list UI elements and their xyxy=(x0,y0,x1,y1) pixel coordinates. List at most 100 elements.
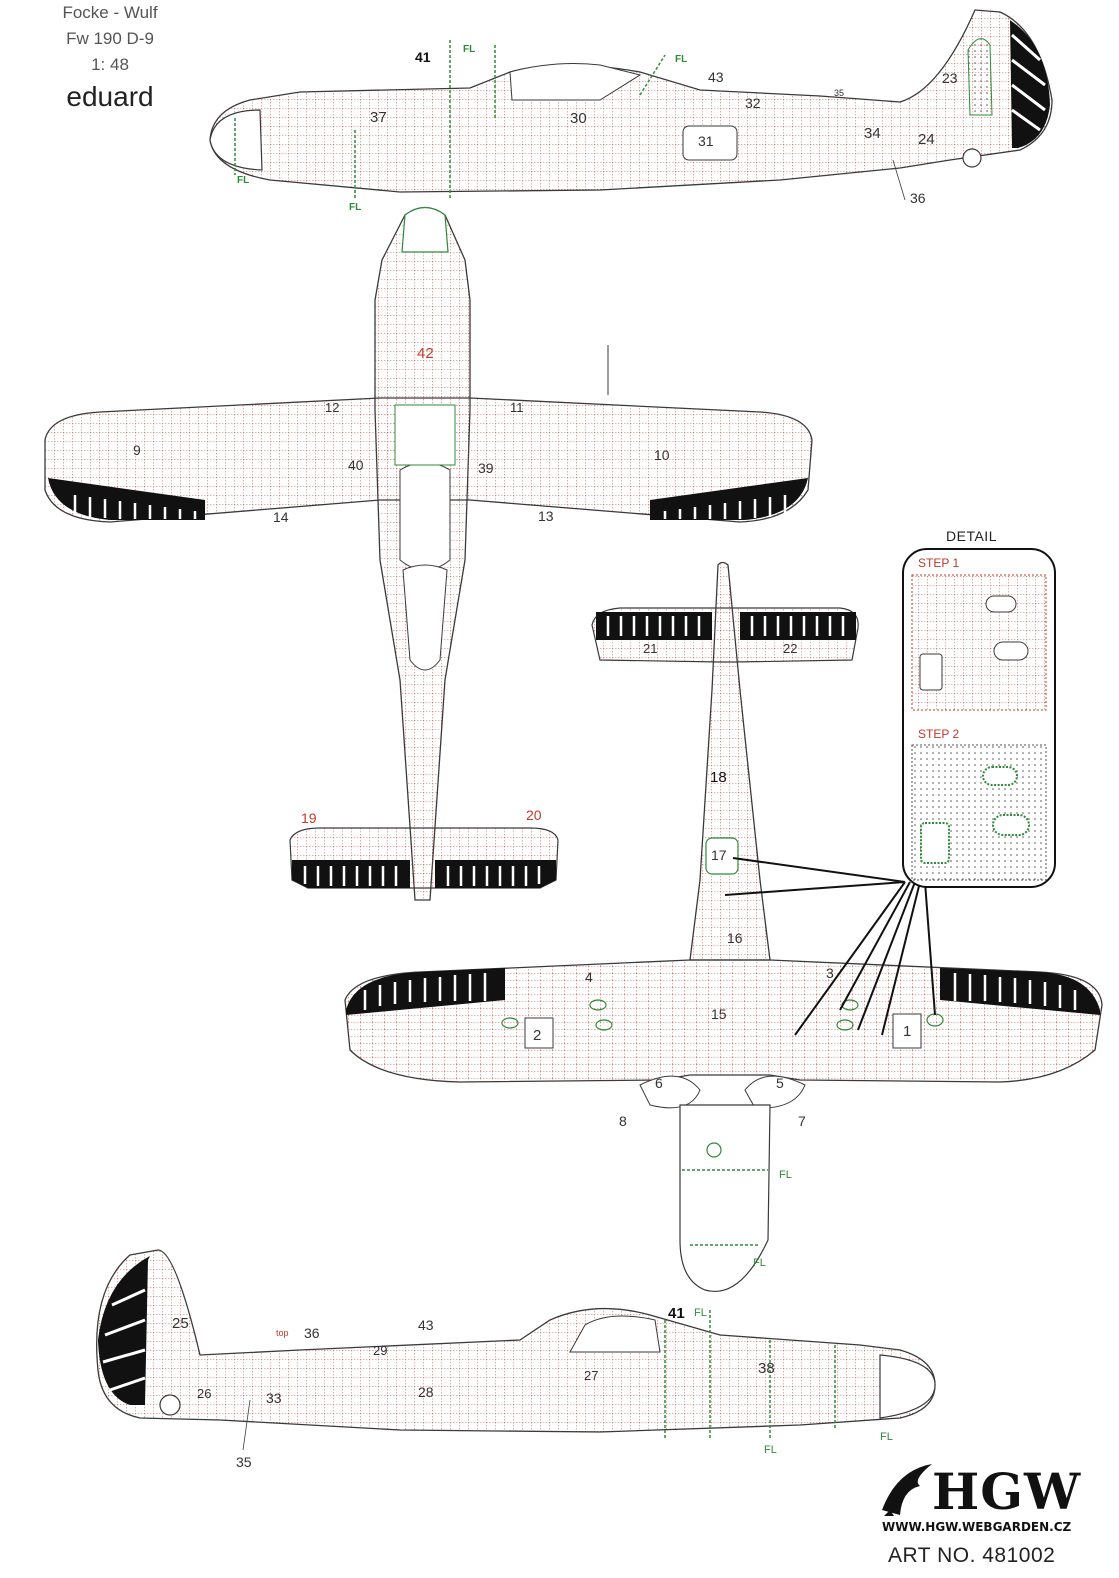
part-label-23: 23 xyxy=(942,70,958,86)
part-label-35: 35 xyxy=(834,88,844,98)
part-label-41: 41 xyxy=(668,1305,685,1322)
part-label-28: 28 xyxy=(418,1384,434,1400)
step2-hatch xyxy=(992,814,1030,836)
green-hatch xyxy=(501,1017,519,1029)
part-label-37: 37 xyxy=(370,109,387,126)
green-vent-ring xyxy=(706,1142,722,1158)
step1-label: STEP 1 xyxy=(918,556,959,570)
aileron-right-black xyxy=(650,478,808,520)
part-label-9: 9 xyxy=(133,442,141,458)
green-hatch xyxy=(836,1019,854,1031)
panel-17-frame xyxy=(705,837,739,875)
elevator-ribs xyxy=(303,866,541,886)
part-label-39: 39 xyxy=(478,460,494,476)
part-label-20: 20 xyxy=(526,807,542,823)
green-hatch xyxy=(595,1019,613,1031)
cockpit-canopy xyxy=(399,462,451,571)
part-label-1: 1 xyxy=(903,1023,911,1040)
tailwheel xyxy=(962,148,982,168)
detail-caption: DETAIL xyxy=(946,528,997,544)
side-view-right: 25 36 43 41 29 38 26 33 28 27 35 top FL … xyxy=(96,1249,936,1470)
canopy-outline xyxy=(569,1315,661,1353)
pointer-36 xyxy=(892,159,906,201)
detail-box: STEP 1 STEP 2 xyxy=(902,548,1056,888)
part-label-12: 12 xyxy=(325,400,339,415)
part-label-13: 13 xyxy=(538,508,554,524)
aileron-ribs xyxy=(73,495,787,519)
part-label-36: 36 xyxy=(304,1325,320,1341)
rear-decking xyxy=(402,564,448,671)
fold-label: FL xyxy=(779,1169,792,1181)
wheel-cover-1 xyxy=(892,1013,922,1049)
green-fold-lines xyxy=(682,1169,768,1246)
spinner xyxy=(401,206,449,253)
part-label-10: 10 xyxy=(654,447,670,463)
elevator-ribs xyxy=(606,616,845,636)
part-label-17: 17 xyxy=(711,847,727,863)
bird-logo-icon xyxy=(882,1464,932,1516)
part-label-19: 19 xyxy=(301,810,317,826)
part-label-40: 40 xyxy=(348,457,364,473)
scale-label: 1: 48 xyxy=(91,55,129,74)
part-label-18: 18 xyxy=(710,769,727,786)
part-label-38: 38 xyxy=(758,1360,775,1377)
part-label-15: 15 xyxy=(711,1006,727,1022)
wing-underside-outline xyxy=(344,959,1103,1083)
fold-label: FL xyxy=(764,1444,777,1456)
part-label-32: 32 xyxy=(745,95,761,111)
part-label-27: 27 xyxy=(584,1368,598,1383)
part-label-22: 22 xyxy=(783,641,797,656)
panel-31-frame xyxy=(682,125,738,161)
bottom-view: 21 22 18 17 16 4 3 15 2 1 6 5 8 7 FL FL xyxy=(344,561,1103,1292)
elevator-right-black xyxy=(740,612,856,640)
spinner xyxy=(879,1354,936,1419)
part-label-34: 34 xyxy=(864,125,881,142)
part-label-41: 41 xyxy=(415,49,431,65)
fuselage-outline xyxy=(209,9,1053,193)
tail-dot-panel xyxy=(967,38,993,116)
rudder-ribs xyxy=(1011,33,1046,132)
fold-label: FL xyxy=(349,202,361,213)
step2-cover xyxy=(920,822,950,864)
part-label-30: 30 xyxy=(570,110,587,127)
fuselage-outline xyxy=(96,1249,936,1433)
fold-label: FL xyxy=(753,1257,766,1269)
rudder-black-fill xyxy=(1003,16,1050,148)
side-view-left: 41 37 30 43 32 35 31 34 23 24 36 FL FL F… xyxy=(209,9,1053,213)
logo-wordmark: HGW xyxy=(932,1462,1082,1521)
rudder-ribs xyxy=(102,1288,146,1392)
part-label-36: 36 xyxy=(910,190,926,206)
part-label-14: 14 xyxy=(273,509,289,525)
detail-leader-lines xyxy=(724,857,936,1036)
part-label-11: 11 xyxy=(510,400,524,415)
green-fold-lines xyxy=(664,1310,836,1440)
website-url: WWW.HGW.WEBGARDEN.CZ xyxy=(882,1520,1072,1534)
green-fold-lines xyxy=(234,40,666,200)
part-label-21: 21 xyxy=(643,641,657,656)
fold-label: FL xyxy=(694,1307,707,1319)
top-view: 42 12 11 9 40 39 10 14 13 19 20 xyxy=(44,206,813,901)
top-mark: top xyxy=(276,1328,289,1338)
part-label-35: 35 xyxy=(236,1454,252,1470)
step2-label: STEP 2 xyxy=(918,727,959,741)
part-label-29: 29 xyxy=(373,1343,387,1358)
part-label-4: 4 xyxy=(585,969,593,985)
part-label-7: 7 xyxy=(798,1113,806,1129)
fold-label: FL xyxy=(880,1431,893,1443)
kit-brand-label: eduard xyxy=(66,81,154,112)
article-number: ART NO. 481002 xyxy=(888,1544,1056,1567)
hgw-logo-block: HGW WWW.HGW.WEBGARDEN.CZ ART NO. 481002 xyxy=(870,1460,1119,1578)
fold-label: FL xyxy=(675,54,687,65)
tailwheel xyxy=(159,1394,181,1416)
step1-cover xyxy=(919,653,943,691)
part-label-43: 43 xyxy=(708,69,724,85)
part-label-24: 24 xyxy=(918,131,935,148)
pointer-35 xyxy=(242,1399,251,1451)
fold-label: FL xyxy=(237,175,249,186)
part-label-31: 31 xyxy=(698,133,714,149)
part-label-6: 6 xyxy=(655,1075,663,1091)
part-label-25: 25 xyxy=(172,1315,189,1332)
part-label-42: 42 xyxy=(417,345,434,362)
green-hatch xyxy=(589,999,607,1011)
